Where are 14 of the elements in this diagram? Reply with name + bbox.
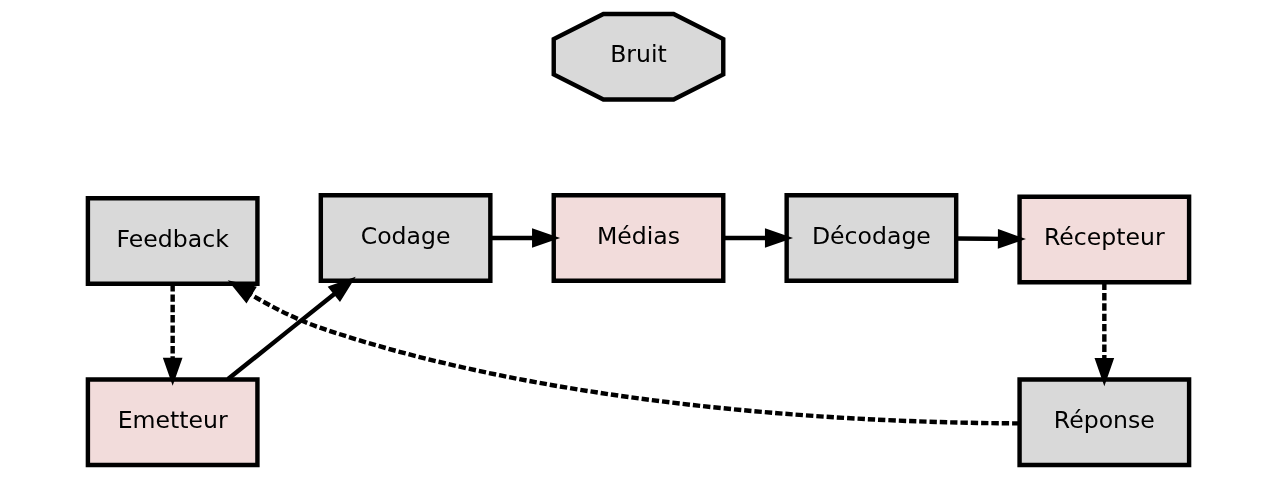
node-box: Emetteur — [85, 377, 260, 468]
arrow — [226, 276, 356, 381]
node-box: Récepteur — [1016, 194, 1191, 285]
node-box: Décodage — [783, 193, 958, 283]
node-box: Réponse — [1016, 377, 1191, 468]
node-box: Médias — [551, 193, 725, 283]
node-box: Feedback — [85, 196, 260, 286]
arrow — [1094, 282, 1114, 387]
arrow — [956, 229, 1026, 249]
arrow — [227, 280, 1019, 426]
node-box: Codage — [318, 193, 493, 283]
arrow — [162, 284, 182, 386]
arrow — [723, 228, 793, 248]
arrow — [490, 228, 560, 248]
